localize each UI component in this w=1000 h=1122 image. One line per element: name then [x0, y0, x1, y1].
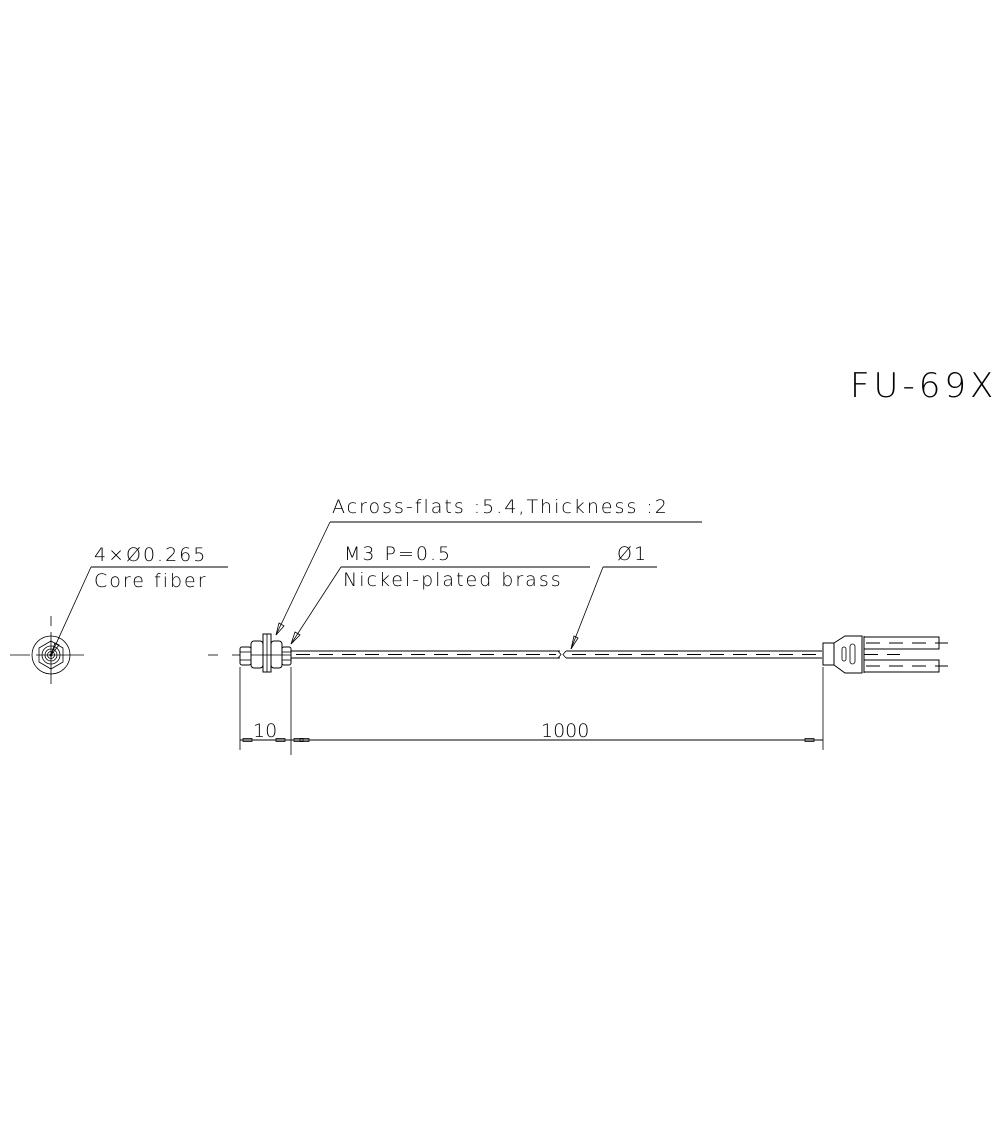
model-title: FU-69X [850, 366, 997, 406]
head-length-dimension: 10 [253, 720, 277, 742]
core-fiber-spec: 4×Ø0.265 [94, 544, 207, 566]
front-view [10, 566, 228, 684]
core-fiber-label: Core fiber [94, 570, 208, 592]
material-callout: Nickel-plated brass [343, 569, 563, 591]
cable-length-dimension: 1000 [541, 720, 589, 742]
thread-spec-callout: M3 P=0.5 [344, 543, 452, 565]
side-view [208, 521, 948, 755]
cable-diameter-callout: Ø1 [617, 543, 648, 565]
nut-spec-callout: Across-flats :5.4,Thickness :2 [332, 496, 669, 518]
